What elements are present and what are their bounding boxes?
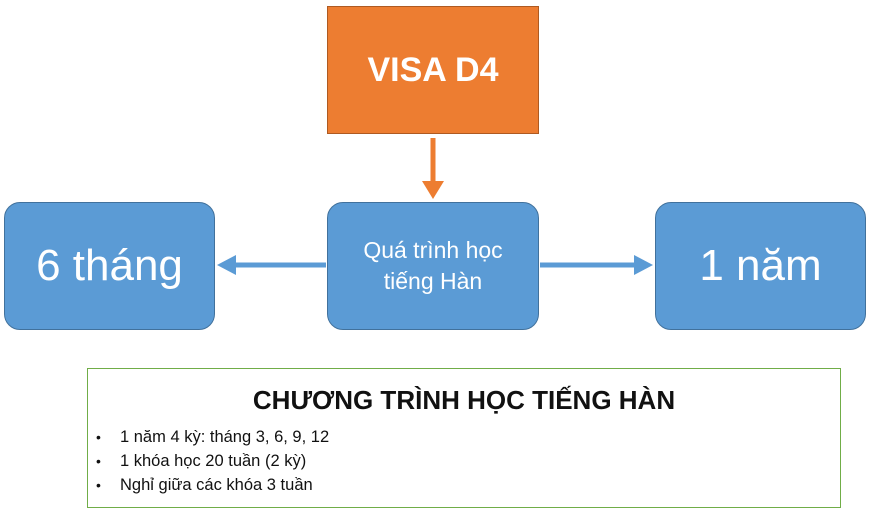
arrow-right-to-one-year: [540, 255, 653, 275]
six-months-label: 6 tháng: [36, 241, 183, 290]
list-item: 1 năm 4 kỳ: tháng 3, 6, 9, 12: [88, 425, 329, 449]
list-item: Nghỉ giữa các khóa 3 tuần: [88, 473, 329, 497]
arrow-left-to-six-months: [217, 255, 326, 275]
korean-study-process-box: Quá trình học tiếng Hàn: [327, 202, 539, 330]
six-months-box: 6 tháng: [4, 202, 215, 330]
visa-d4-label: VISA D4: [367, 50, 499, 89]
program-list: 1 năm 4 kỳ: tháng 3, 6, 9, 12 1 khóa học…: [88, 425, 329, 497]
one-year-box: 1 năm: [655, 202, 866, 330]
program-title: CHƯƠNG TRÌNH HỌC TIẾNG HÀN: [252, 385, 676, 415]
visa-d4-box: VISA D4: [327, 6, 539, 134]
arrow-down-visa-to-process: [422, 138, 444, 199]
korean-program-box: CHƯƠNG TRÌNH HỌC TIẾNG HÀN 1 năm 4 kỳ: t…: [87, 368, 841, 508]
one-year-label: 1 năm: [699, 241, 822, 290]
list-item: 1 khóa học 20 tuần (2 kỳ): [88, 449, 329, 473]
process-label-line1: Quá trình học: [363, 236, 503, 263]
process-label-line2: tiếng Hàn: [383, 268, 483, 294]
